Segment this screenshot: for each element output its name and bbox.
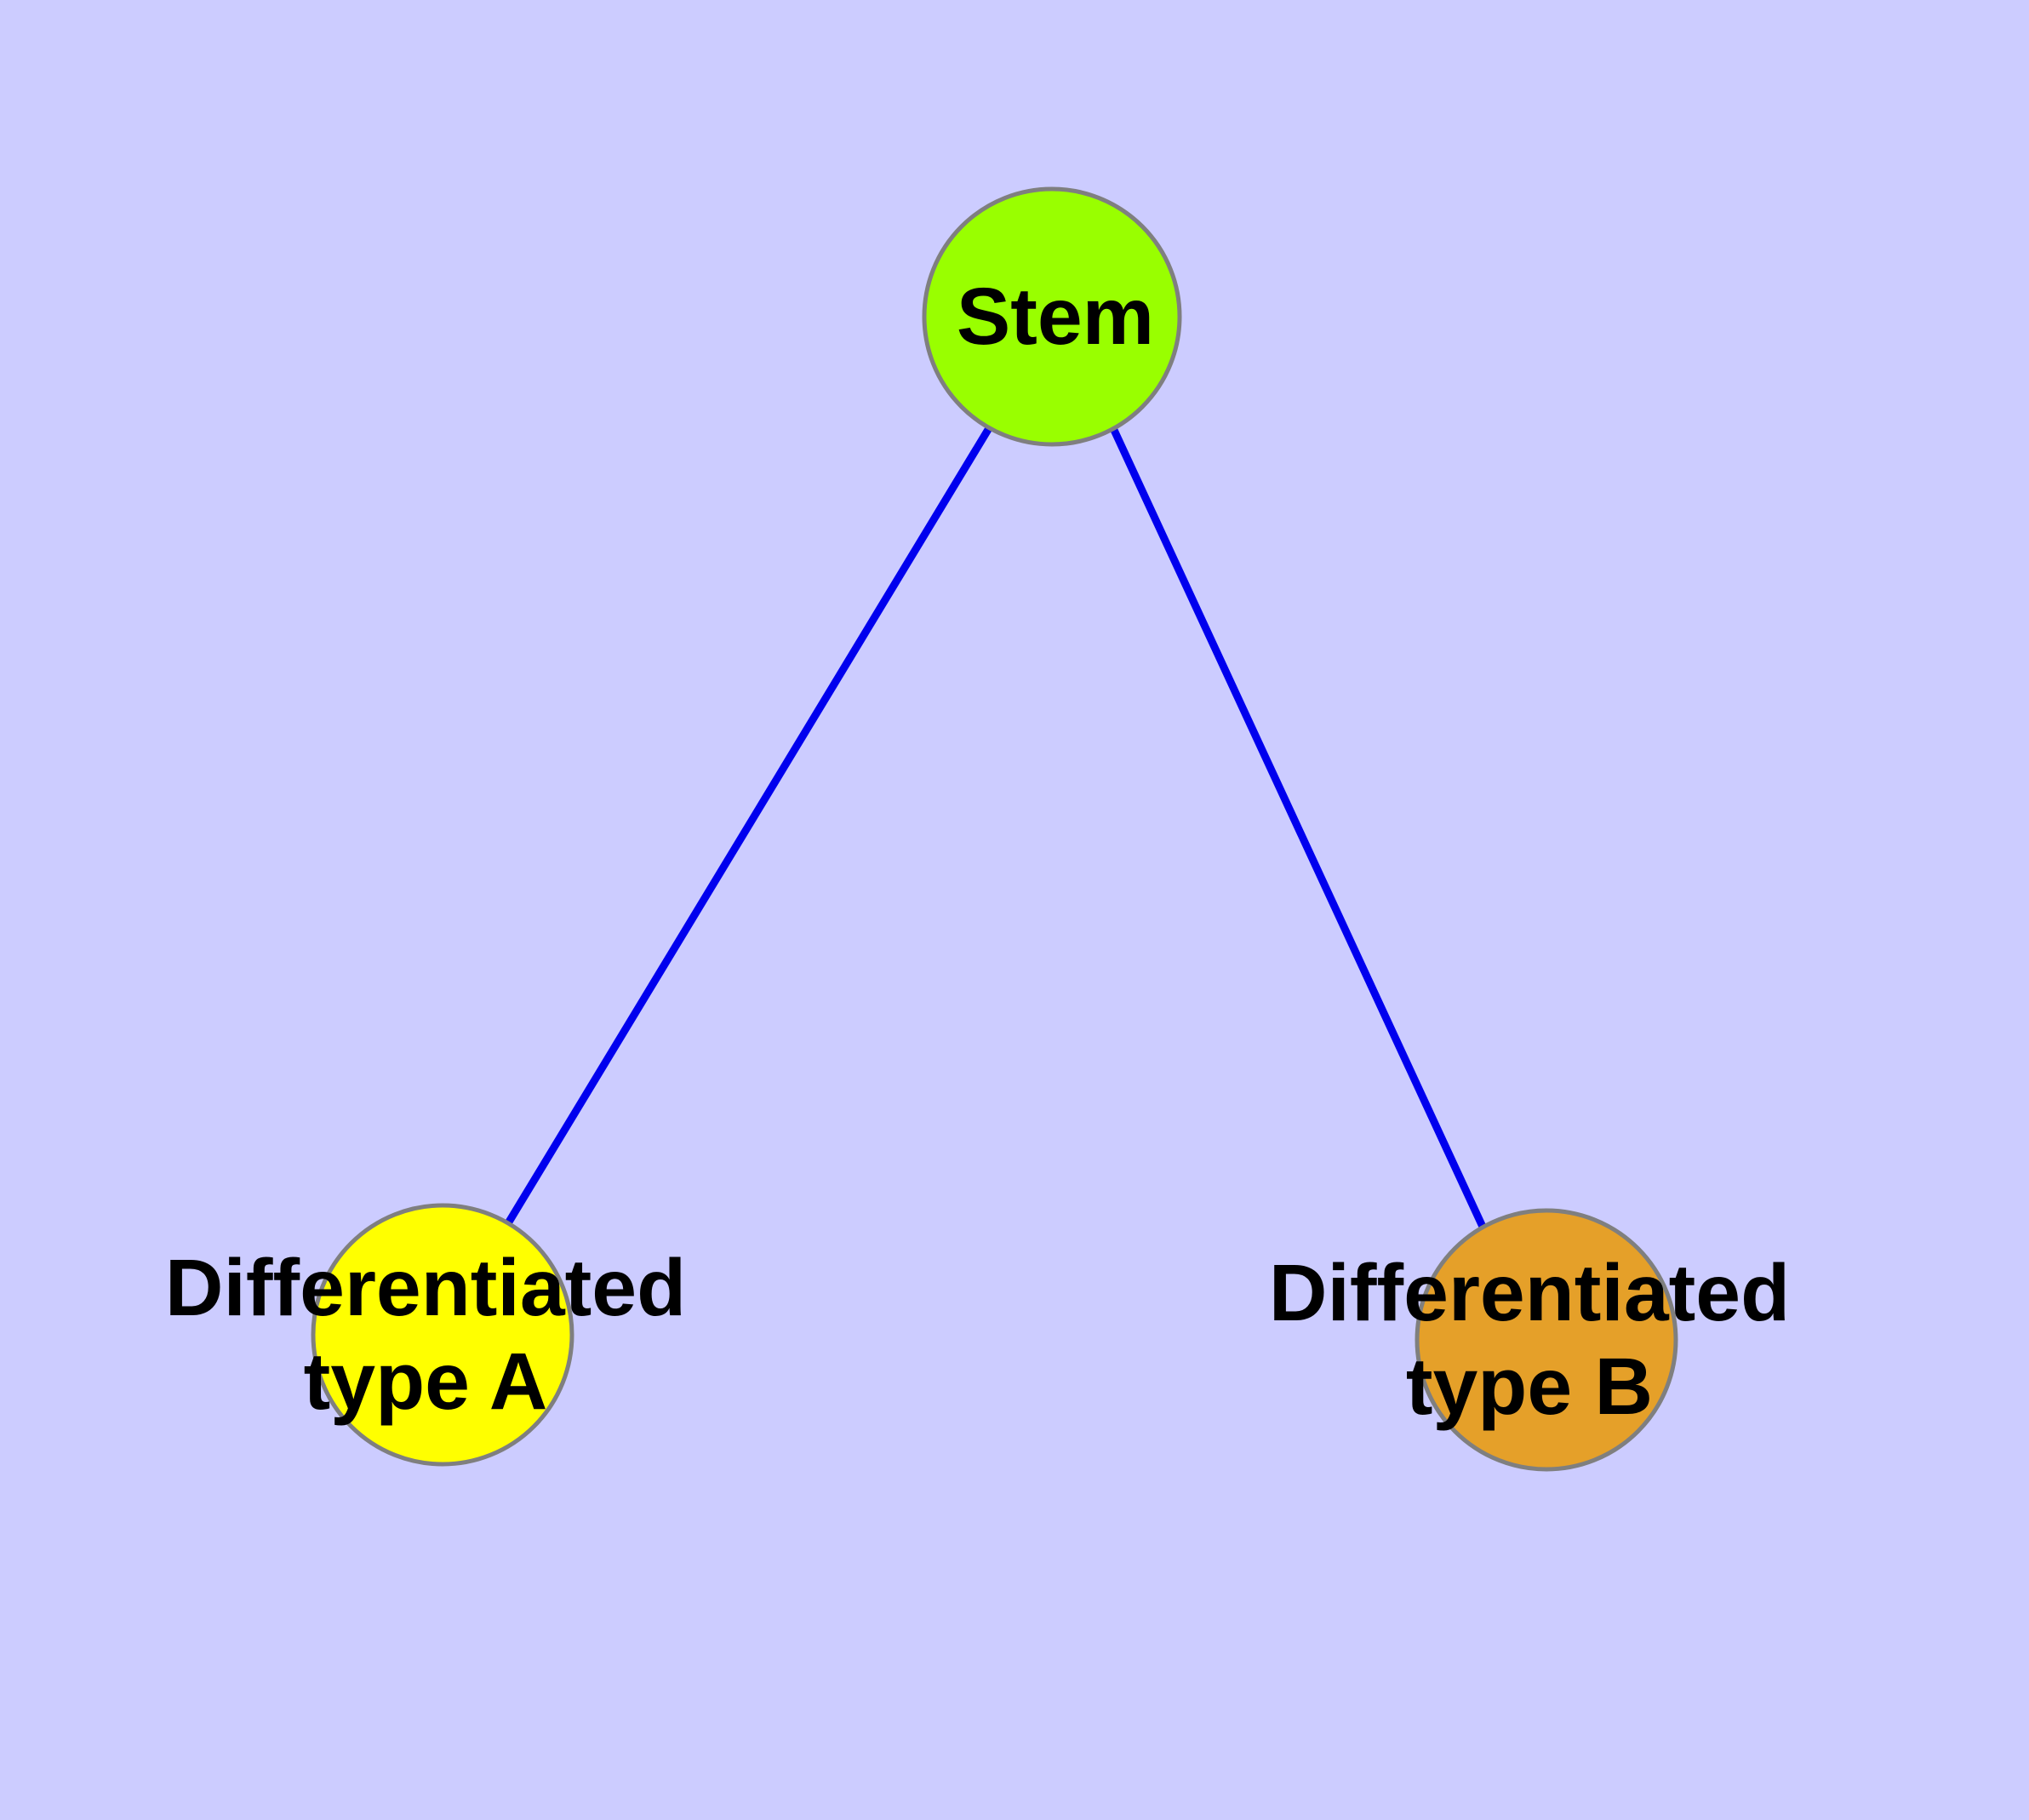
edges-layer bbox=[505, 426, 1487, 1228]
graph-node-diff-b[interactable] bbox=[1415, 1208, 1678, 1472]
graph-edge-stem-to-diff-b[interactable] bbox=[1109, 426, 1487, 1228]
nodes-layer bbox=[311, 186, 1678, 1472]
graph-edge-stem-to-diff-a[interactable] bbox=[505, 426, 992, 1226]
graph-node-stem[interactable] bbox=[922, 186, 1182, 447]
graph-node-diff-a[interactable] bbox=[311, 1203, 574, 1467]
